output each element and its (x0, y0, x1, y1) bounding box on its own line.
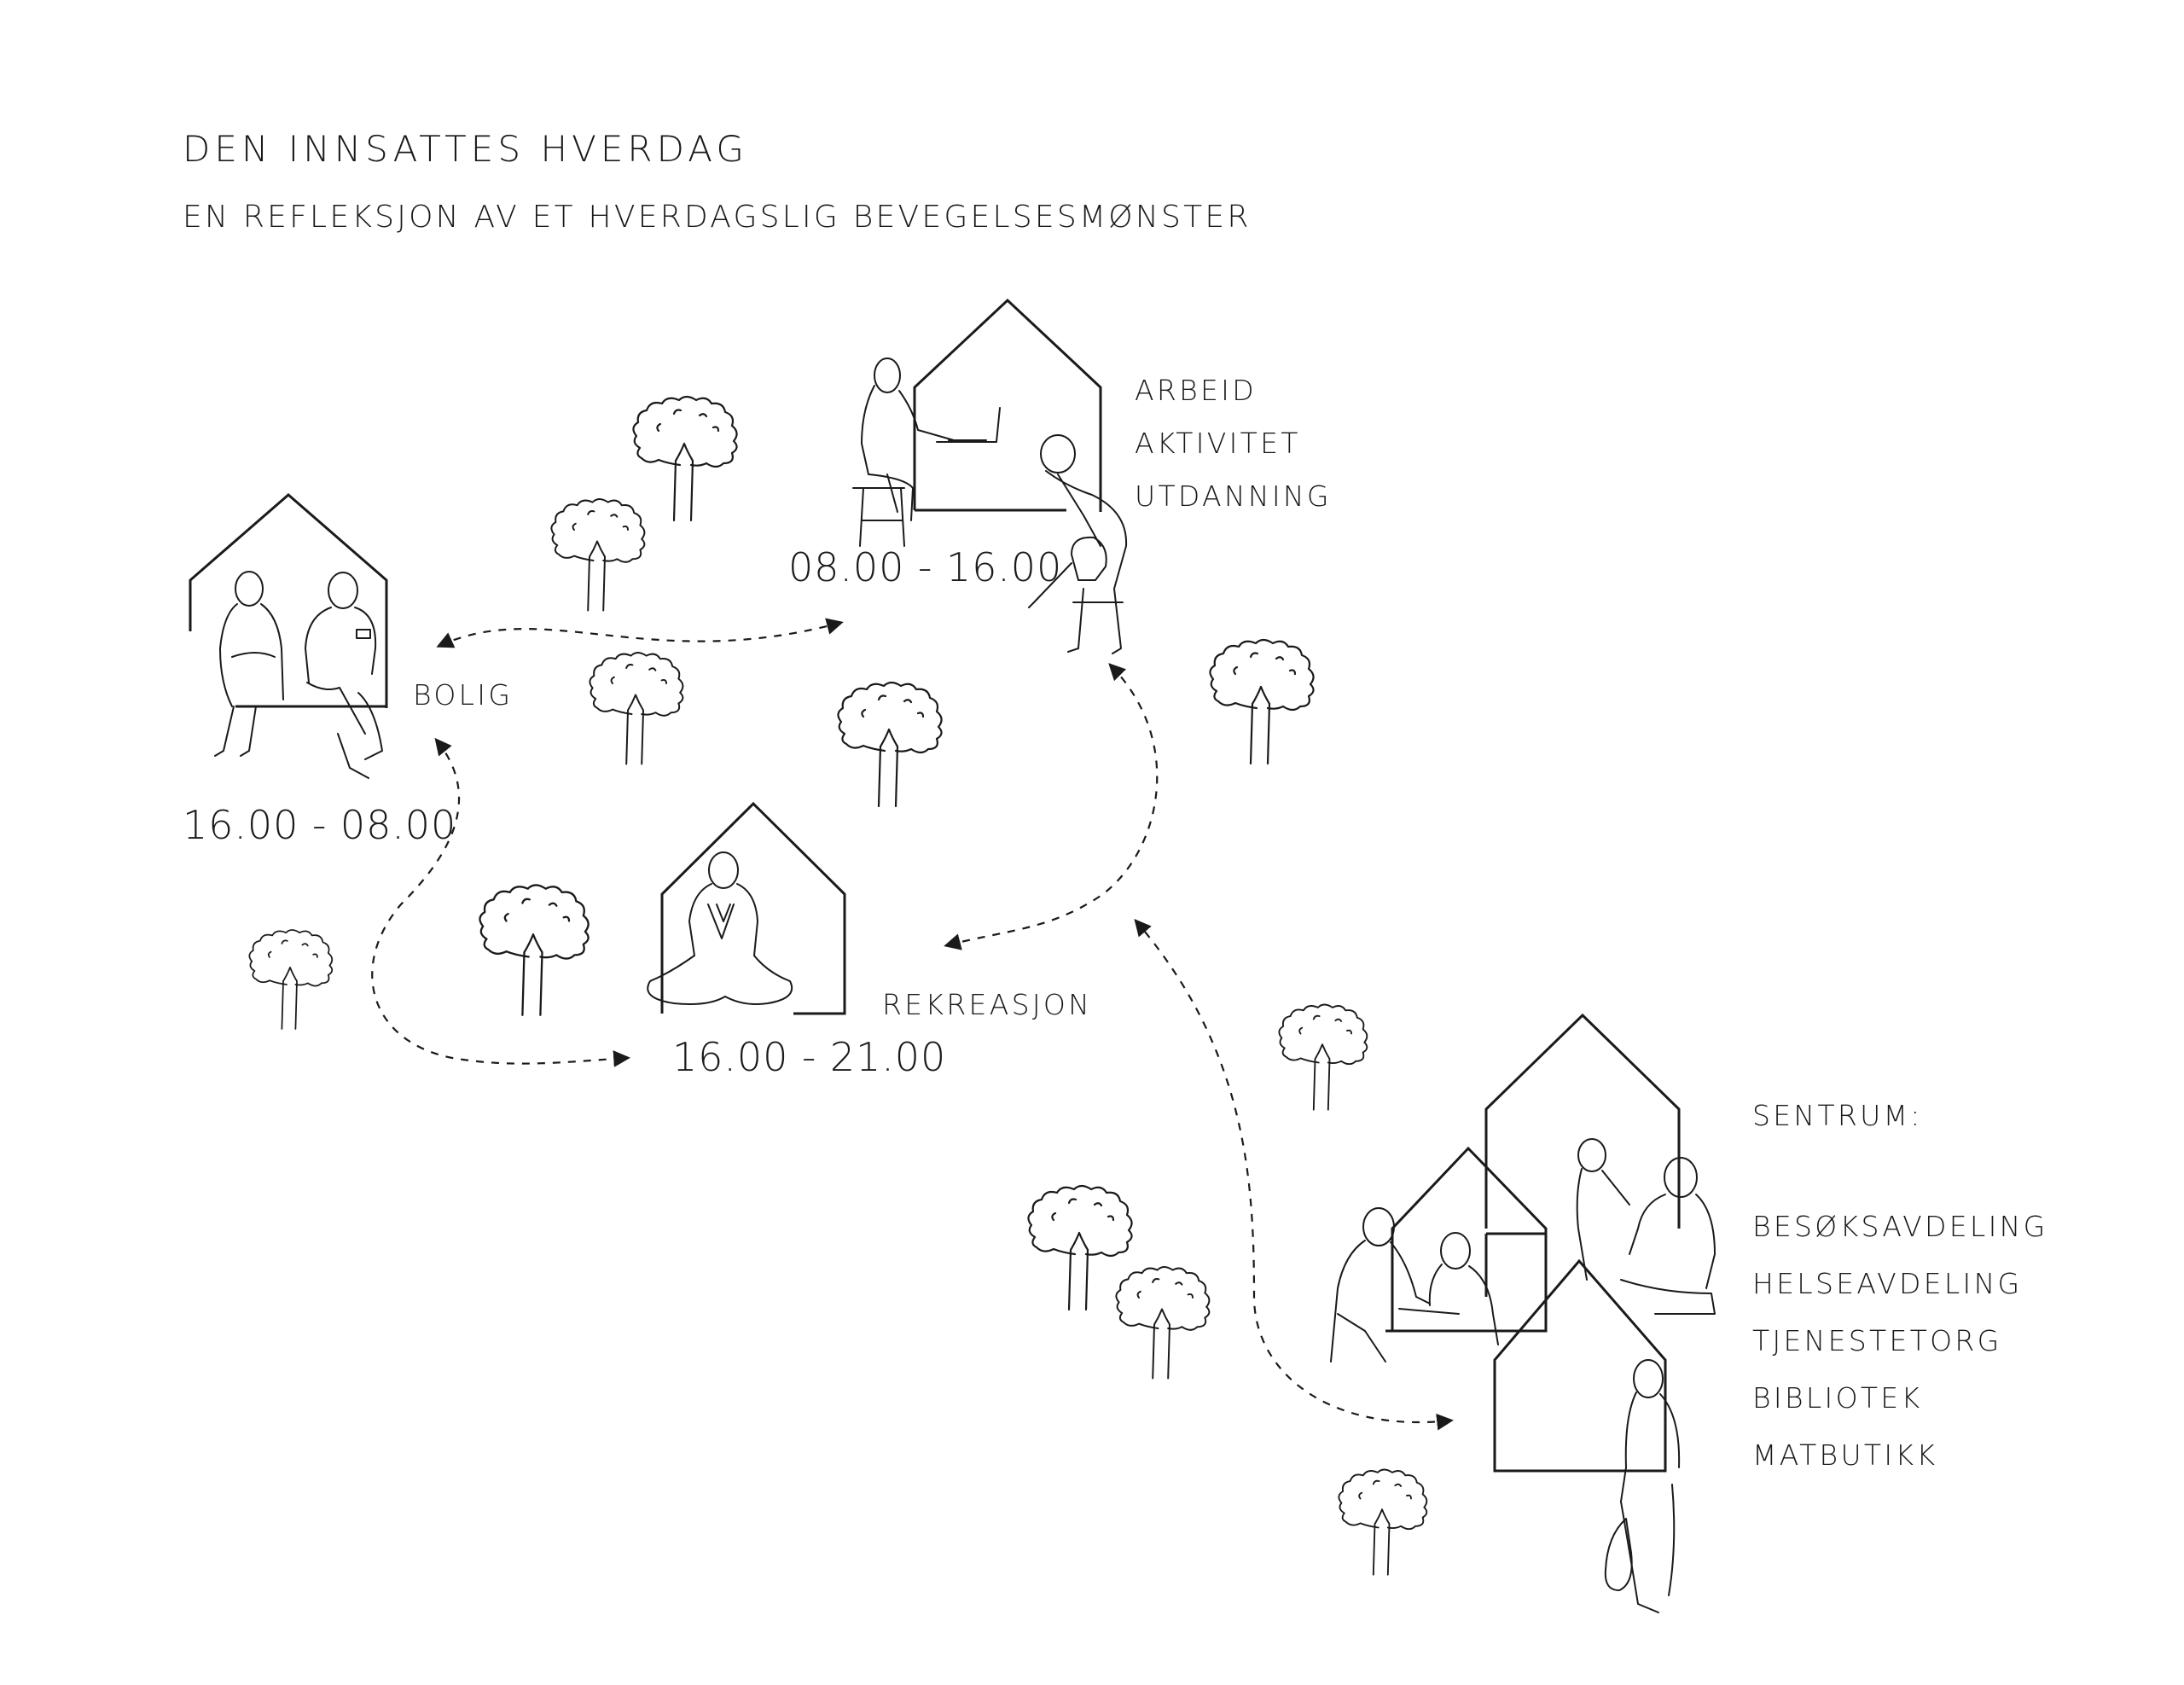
tree-icon (632, 395, 738, 522)
arbeid-time: 08.00 - 16.00 (788, 544, 1063, 590)
sentrum-house-front (1493, 1258, 1667, 1473)
rekreasjon-house (660, 801, 846, 1015)
tree-icon (479, 884, 590, 1016)
page-subtitle: EN REFLEKSJON AV ET HVERDAGSLIG BEVEGELS… (183, 200, 1252, 235)
bolig-time: 16.00 - 08.00 (183, 802, 457, 848)
sentrum-item: BIBLIOTEK (1752, 1381, 1923, 1415)
sentrum-people-icon (1330, 1138, 1716, 1613)
sentrum-list: BESØKSAVDELING HELSEAVDELING TJENESTETOR… (1752, 1210, 2048, 1496)
aktivitet-label: AKTIVITET (1135, 427, 1301, 460)
page-title: DEN INNSATTES HVERDAG (183, 128, 748, 170)
arbeid-people-icon (852, 357, 1128, 654)
tree-icon (1338, 1468, 1428, 1576)
sentrum-heading: SENTRUM: (1752, 1099, 1923, 1132)
arbeid-label: ARBEID (1135, 374, 1257, 407)
path-bolig-to-arbeid (436, 618, 844, 648)
path-bolig-to-rekreasjon (371, 737, 630, 1067)
rekreasjon-label: REKREASJON (882, 988, 1093, 1021)
sentrum-item: MATBUTIKK (1752, 1438, 1938, 1472)
tree-icon (589, 652, 684, 765)
tree-icon (1278, 1003, 1368, 1111)
tree-icon (550, 498, 646, 612)
sentrum-house-back (1484, 1013, 1681, 1229)
tree-icon (837, 681, 943, 808)
path-sentrum-to-rekreasjon (1134, 918, 1454, 1431)
arbeid-house (913, 298, 1102, 512)
tree-icon (248, 929, 334, 1030)
utdanning-label: UTDANNING (1135, 479, 1332, 513)
sentrum-item: BESØKSAVDELING (1752, 1210, 2048, 1243)
bolig-house (189, 493, 388, 708)
tree-icon (1115, 1266, 1211, 1380)
sentrum-house-middle (1385, 1146, 1548, 1333)
movement-paths (371, 618, 1454, 1431)
bolig-people-icon (214, 571, 383, 779)
sentrum-houses (1385, 1013, 1681, 1473)
sentrum-item: HELSEAVDELING (1752, 1267, 2023, 1300)
rekreasjon-person-icon (647, 851, 793, 1005)
sentrum-item: TJENESTETORG (1752, 1324, 2002, 1357)
bolig-label: BOLIG (413, 678, 514, 712)
path-arbeid-to-rekreasjon (944, 663, 1159, 950)
arbeid-label-list: ARBEID AKTIVITET UTDANNING (1135, 374, 1332, 532)
rekreasjon-time: 16.00 - 21.00 (672, 1034, 947, 1080)
tree-icon (1027, 1184, 1133, 1311)
tree-icon (1209, 638, 1315, 765)
